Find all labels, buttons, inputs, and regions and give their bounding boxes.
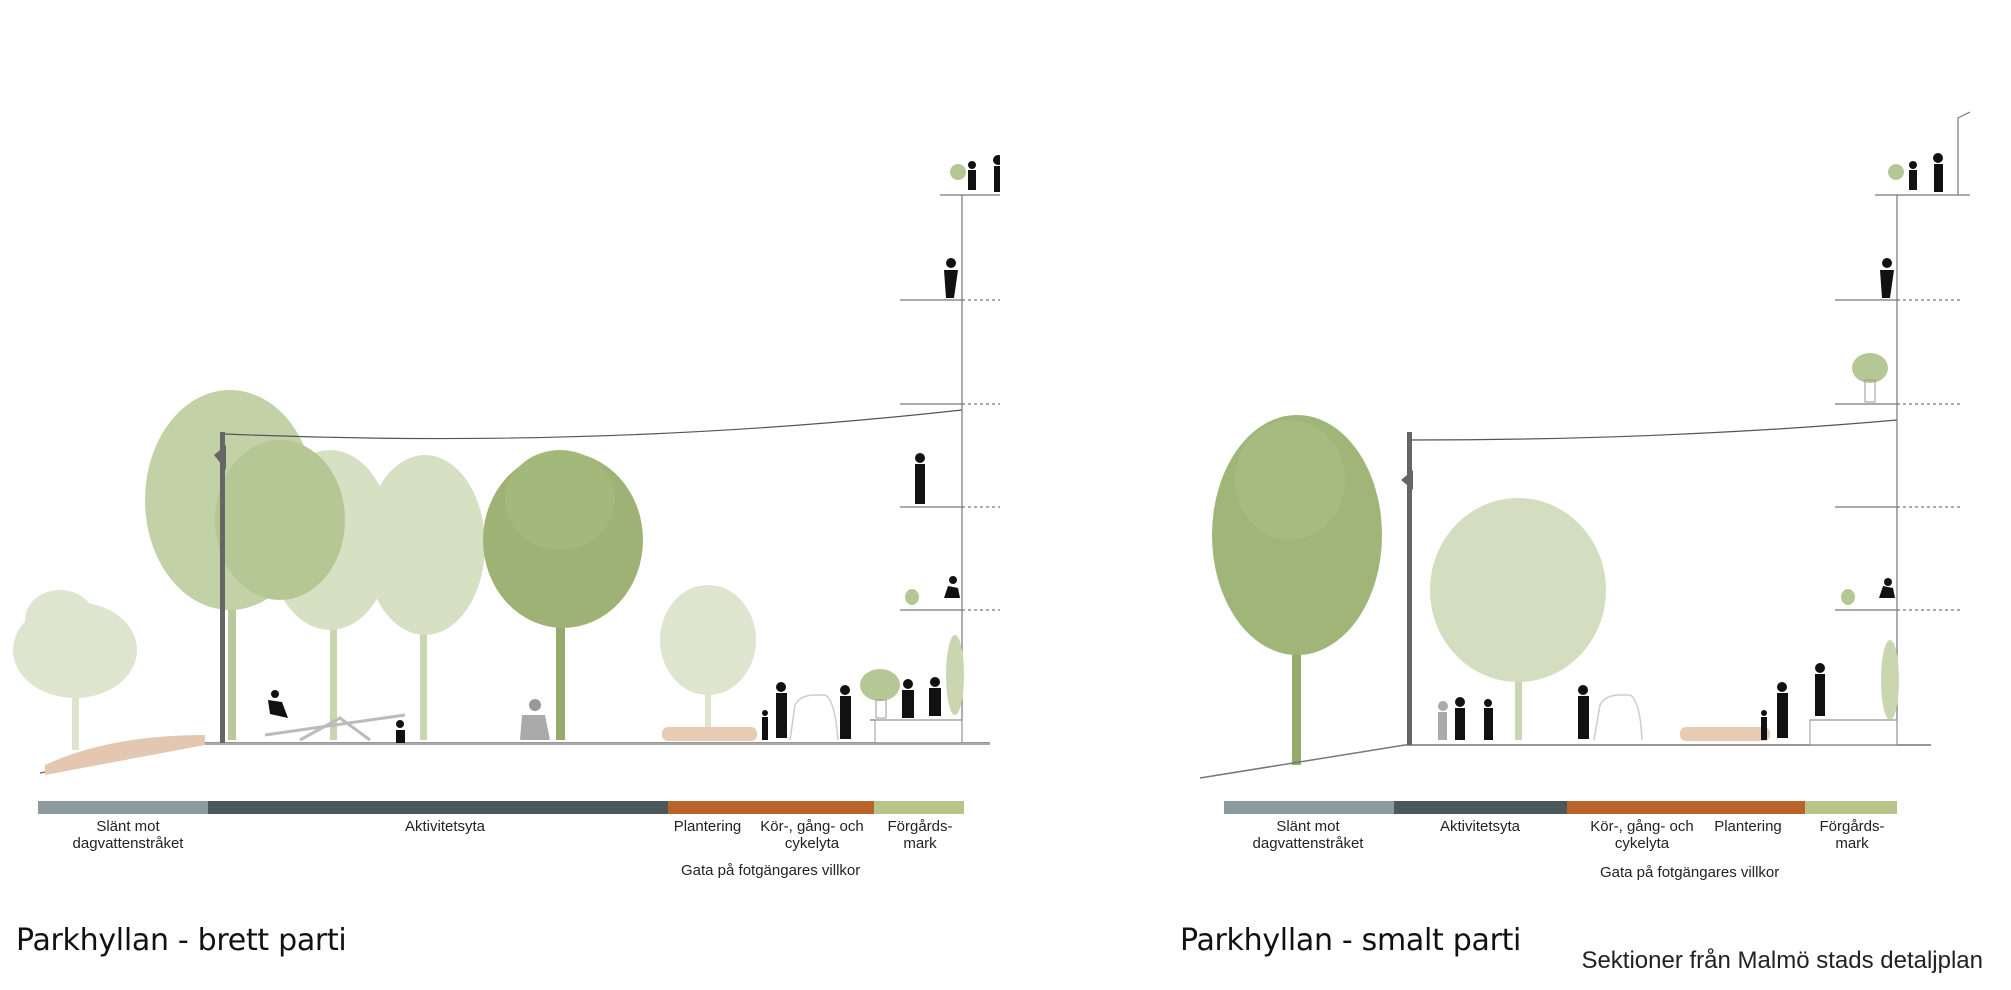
zone-label-yard: Förgårds- mark <box>887 818 953 852</box>
zone-band-activity <box>208 801 668 814</box>
street-label: Gata på fotgängares villkor <box>1600 864 1780 881</box>
zone-band-yard <box>1805 801 1897 814</box>
zone-label-yard: Förgårds- mark <box>1819 818 1885 852</box>
zone-band-street <box>1567 801 1805 814</box>
people-silhouettes <box>1455 153 1943 740</box>
zone-band-slope <box>1224 801 1394 814</box>
tree-light-group <box>145 390 485 740</box>
people-silhouettes <box>268 155 1000 743</box>
section-illustration-brett <box>13 155 1000 775</box>
zone-label-street: Kör-, gång- och cykelyta <box>1590 818 1694 852</box>
zone-band-planting <box>668 801 874 814</box>
zone-label-slope: Slänt mot dagvattenstråket <box>72 818 184 852</box>
section-smalt-parti: Slänt mot dagvattenstråket Aktivitetsyta… <box>1170 0 2011 990</box>
tree-pale-left <box>13 590 137 750</box>
zone-label-activity: Aktivitetsyta <box>404 818 486 835</box>
zone-band-yard <box>874 801 964 814</box>
zone-label-planting: Plantering <box>673 818 742 835</box>
zone-band-slope <box>38 801 208 814</box>
section-illustration-smalt <box>1199 111 1971 779</box>
section-title: Parkhyllan - brett parti <box>16 923 347 958</box>
zone-label-planting: Plantering <box>1714 818 1782 835</box>
source-note: Sektioner från Malmö stads detaljplan <box>1581 947 1983 974</box>
zone-label-activity: Aktivitetsyta <box>1439 818 1521 835</box>
zone-label-slope: Slänt mot dagvattenstråket <box>1252 818 1364 852</box>
street-label: Gata på fotgängares villkor <box>681 862 861 879</box>
building-facade <box>870 194 1000 743</box>
zone-band-activity <box>1394 801 1567 814</box>
tree-dark <box>1212 415 1382 765</box>
tree-pale-right <box>660 585 756 740</box>
zone-label-street: Kör-, gång- och cykelyta <box>760 818 864 852</box>
building-facade <box>1810 111 1971 745</box>
section-brett-parti: Slänt mot dagvattenstråket Aktivitetsyta… <box>0 0 1000 990</box>
section-title: Parkhyllan - smalt parti <box>1180 923 1522 958</box>
tree-light <box>1430 498 1606 740</box>
tree-dark <box>483 450 643 740</box>
